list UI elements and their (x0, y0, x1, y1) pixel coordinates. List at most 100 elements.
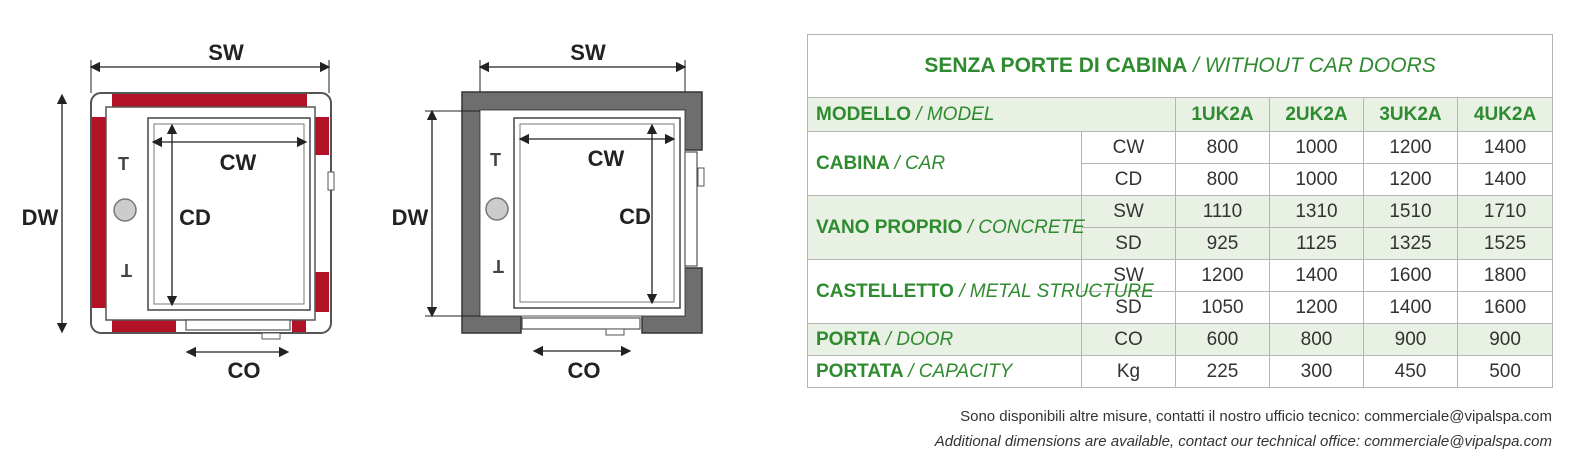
dim-dw-label: DW (392, 205, 429, 230)
group-label-en: / METAL STRUCTURE (959, 280, 1154, 302)
guide-rail-top-icon: T (490, 150, 501, 170)
control-button-icon (485, 197, 509, 221)
model-4: 4UK2A (1456, 97, 1554, 132)
model-3: 3UK2A (1363, 97, 1458, 132)
table-row: CABINA / CAR CW 800 1000 1200 1400 (807, 131, 1554, 196)
table-cell: 1710 (1456, 195, 1554, 228)
table-title: SENZA PORTE DI CABINA / WITHOUT CAR DOOR… (806, 34, 1554, 98)
model-header-it: MODELLO (816, 103, 911, 125)
table-cell: 1000 (1269, 131, 1364, 164)
table-cell: 900 (1456, 323, 1554, 356)
table-header-row: MODELLO / MODEL 1UK2A 2UK2A 3UK2A 4UK2A (807, 97, 1554, 132)
car-outline (147, 117, 311, 311)
group-label-en: / CONCRETE (967, 216, 1085, 238)
table-cell: 1310 (1269, 195, 1364, 228)
dim-co-label: CO (228, 358, 261, 383)
guide-rail-bottom-icon: T (121, 260, 132, 280)
group-label-it: PORTA (816, 328, 881, 350)
dim-cd-label: CD (179, 205, 211, 230)
table-cell: 300 (1269, 355, 1364, 388)
group-label-concrete: VANO PROPRIO / CONCRETE (807, 195, 1085, 260)
door-handle-bottom (261, 332, 281, 340)
table-cell: 925 (1175, 227, 1270, 260)
dim-sw-label: SW (570, 40, 606, 65)
table-cell: 225 (1175, 355, 1270, 388)
dim-sw-label: SW (208, 40, 244, 65)
group-label-metal-structure: CASTELLETTO / METAL STRUCTURE (807, 259, 1154, 324)
footnote-english: Additional dimensions are available, con… (934, 433, 1552, 450)
car-outline (513, 117, 681, 309)
table-cell: 1000 (1269, 163, 1364, 196)
table-title-it: SENZA PORTE DI CABINA (924, 54, 1188, 77)
door-handle-bottom (605, 328, 625, 336)
row-code: Kg (1081, 355, 1176, 388)
group-label-it: PORTATA (816, 360, 903, 382)
model-1: 1UK2A (1175, 97, 1270, 132)
table-row: VANO PROPRIO / CONCRETE SW 1110 1310 151… (807, 195, 1554, 260)
table-cell: 1125 (1269, 227, 1364, 260)
model-header: MODELLO / MODEL (807, 97, 1176, 132)
group-label-it: CABINA (816, 152, 890, 174)
car-inner-outline (519, 123, 675, 303)
model-header-en: / MODEL (916, 103, 995, 125)
table-cell: 1050 (1175, 291, 1270, 324)
table-cell: 1200 (1363, 163, 1458, 196)
car-inner-outline (153, 123, 305, 305)
table-cell: 800 (1269, 323, 1364, 356)
table-cell: 1400 (1363, 291, 1458, 324)
dim-co-label: CO (568, 358, 601, 383)
table-row: PORTA / DOOR CO 600 800 900 900 (807, 323, 1554, 356)
guide-rail-bottom-icon: T (493, 256, 504, 276)
group-label-it: CASTELLETTO (816, 280, 954, 302)
table-cell: 1525 (1456, 227, 1554, 260)
table-cell: 1510 (1363, 195, 1458, 228)
table-cell: 500 (1456, 355, 1554, 388)
table-title-en: WITHOUT CAR DOORS (1204, 54, 1436, 77)
dim-cw-label: CW (220, 150, 257, 175)
table-row: PORTATA / CAPACITY Kg 225 300 450 500 (807, 355, 1554, 388)
table-cell: 800 (1175, 163, 1270, 196)
table-cell: 1200 (1175, 259, 1270, 292)
table-cell: 800 (1175, 131, 1270, 164)
table-cell: 1110 (1175, 195, 1270, 228)
group-label-en: / CAR (894, 152, 946, 174)
group-label-car: CABINA / CAR (807, 131, 1082, 196)
row-code: CD (1081, 163, 1176, 196)
lift-plan-concrete-shaft: T T SW DW CW CD CO (392, 40, 705, 383)
table-cell: 450 (1363, 355, 1458, 388)
row-code: SD (1081, 227, 1176, 260)
table-cell: 1200 (1269, 291, 1364, 324)
group-label-door: PORTA / DOOR (807, 323, 1082, 356)
table-cell: 1400 (1269, 259, 1364, 292)
group-label-en: / CAPACITY (908, 360, 1013, 382)
table-title-sep: / (1187, 54, 1205, 77)
group-label-it: VANO PROPRIO (816, 216, 963, 238)
door-handle-right (327, 171, 335, 191)
shaft-inner (479, 109, 686, 317)
footnote-italian: Sono disponibili altre misure, contatti … (960, 408, 1552, 425)
row-code: CO (1081, 323, 1176, 356)
wall-panel-left (92, 117, 106, 308)
row-code: CW (1081, 131, 1176, 164)
landing-door (185, 319, 291, 331)
table-cell: 1400 (1456, 163, 1554, 196)
row-code: SW (1081, 259, 1176, 292)
dimensions-table: SENZA PORTE DI CABINA / WITHOUT CAR DOOR… (806, 34, 1554, 388)
table-cell: 1400 (1456, 131, 1554, 164)
control-button-icon (113, 198, 137, 222)
table-cell: 1800 (1456, 259, 1554, 292)
door-handle-right (697, 167, 705, 187)
wall-panel-bottom-right (292, 320, 306, 332)
model-2: 2UK2A (1269, 97, 1364, 132)
table-cell: 600 (1175, 323, 1270, 356)
group-label-capacity: PORTATA / CAPACITY (807, 355, 1082, 388)
dim-cd-label: CD (619, 204, 651, 229)
table-row: CASTELLETTO / METAL STRUCTURE SW 1200 14… (807, 259, 1554, 324)
wall-panel-bottom-left (112, 320, 176, 332)
table-cell: 900 (1363, 323, 1458, 356)
wall-panel-right-bottom (315, 272, 329, 312)
table-cell: 1325 (1363, 227, 1458, 260)
dim-cw-label: CW (588, 146, 625, 171)
table-cell: 1200 (1363, 131, 1458, 164)
wall-panel-top (112, 94, 307, 107)
